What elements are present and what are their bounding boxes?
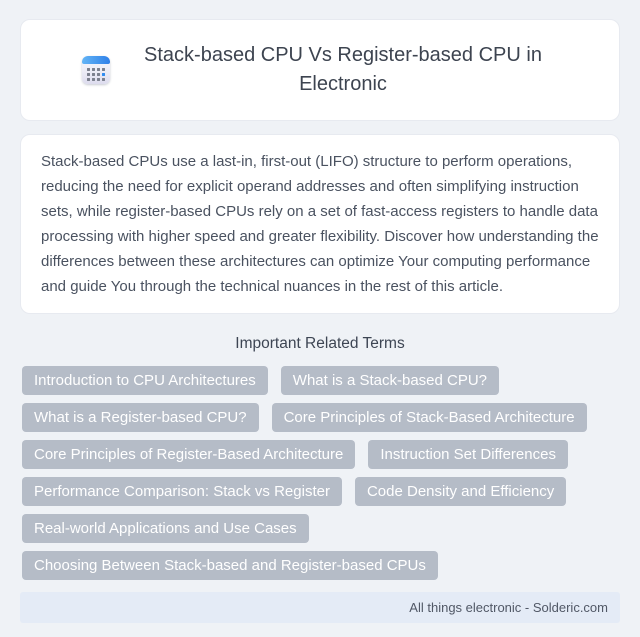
related-term-tag[interactable]: Performance Comparison: Stack vs Registe… [22, 477, 342, 506]
related-term-tag[interactable]: What is a Stack-based CPU? [280, 366, 500, 395]
page-title: Stack-based CPU Vs Register-based CPU in… [144, 44, 542, 95]
calendar-icon [82, 56, 110, 84]
title-card: Stack-based CPU Vs Register-based CPU in… [20, 19, 620, 121]
related-term-tag[interactable]: Introduction to CPU Architectures [22, 366, 268, 395]
related-term-tag[interactable]: Real-world Applications and Use Cases [22, 514, 309, 543]
calendar-icon-header [82, 56, 110, 64]
related-terms-list: Introduction to CPU Architectures What i… [20, 366, 620, 580]
related-term-tag[interactable]: Core Principles of Stack-Based Architect… [271, 403, 587, 432]
related-term-tag[interactable]: Instruction Set Differences [368, 440, 568, 469]
related-term-tag[interactable]: What is a Register-based CPU? [22, 403, 259, 432]
related-term-tag[interactable]: Choosing Between Stack-based and Registe… [22, 551, 438, 580]
related-term-tag[interactable]: Core Principles of Register-Based Archit… [22, 440, 356, 469]
page: Stack-based CPU Vs Register-based CPU in… [20, 19, 620, 623]
related-term-tag[interactable]: Code Density and Efficiency [354, 477, 567, 506]
intro-text: Stack-based CPUs use a last-in, first-ou… [41, 153, 599, 295]
footer-credit[interactable]: All things electronic - Solderic.com [409, 600, 608, 615]
intro-card: Stack-based CPUs use a last-in, first-ou… [20, 134, 620, 314]
related-terms-heading: Important Related Terms [235, 335, 405, 352]
calendar-icon-dots [87, 68, 105, 81]
footer-bar: All things electronic - Solderic.com [20, 592, 620, 623]
